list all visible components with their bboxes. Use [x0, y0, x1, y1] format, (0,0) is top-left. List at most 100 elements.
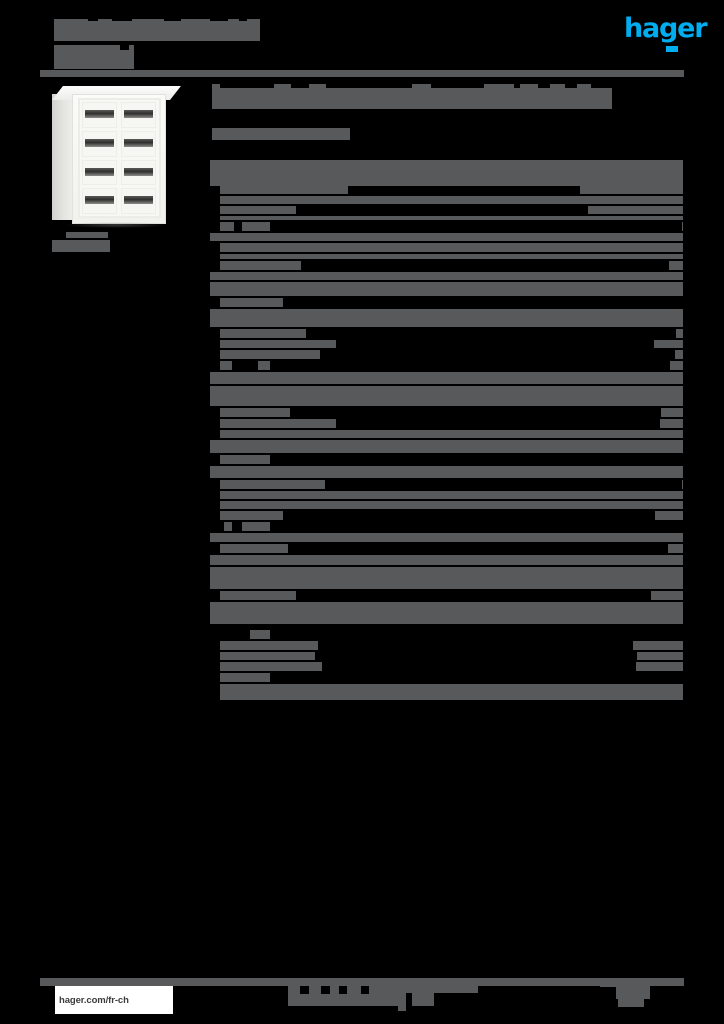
- value-text-gap: [270, 673, 683, 682]
- label-text-gap: [210, 501, 220, 509]
- table-cell-value: [270, 466, 683, 478]
- table-cell-label: [210, 254, 270, 259]
- label-text-gap: [210, 419, 220, 428]
- table-row: [210, 372, 683, 384]
- table-cell-label: [210, 350, 270, 359]
- table-row: [210, 282, 683, 296]
- enclosure-slot: [121, 102, 156, 128]
- table-row: [210, 222, 683, 231]
- enclosure-slot: [121, 159, 156, 186]
- table-row-separator: [210, 252, 683, 254]
- hager-logo[interactable]: hager: [624, 13, 716, 52]
- table-row: [210, 522, 683, 531]
- table-cell-value: [270, 168, 683, 177]
- footer-center-line-2: [288, 993, 406, 1006]
- table-row: [210, 455, 683, 464]
- enclosure-illustration: [52, 86, 181, 226]
- footer-center-text: [288, 986, 478, 1011]
- table-row-separator: [210, 489, 683, 491]
- table-row-separator: [210, 280, 683, 282]
- enclosure-slot: [121, 130, 156, 157]
- table-cell-label: [210, 340, 270, 348]
- table-cell-value: [270, 430, 683, 438]
- label-text-gap: [210, 222, 220, 231]
- footer-page-line-2: [616, 987, 650, 999]
- table-cell-label: [210, 480, 270, 489]
- table-row: [210, 254, 683, 259]
- table-cell-value: [270, 673, 683, 682]
- table-row: [210, 329, 683, 338]
- label-text-gap: [210, 544, 220, 553]
- table-row: [210, 186, 683, 194]
- value-text-gap: [318, 641, 633, 650]
- table-cell-value: [270, 216, 683, 220]
- label-text-gap: [210, 522, 224, 531]
- table-cell-value: [270, 361, 683, 370]
- footer-website-link[interactable]: hager.com/fr-ch: [55, 986, 173, 1014]
- table-row-separator: [210, 231, 683, 233]
- label-text-gap: [210, 243, 220, 252]
- table-row-separator: [210, 464, 683, 466]
- table-cell-label: [210, 602, 270, 624]
- table-cell-label: [210, 544, 270, 553]
- table-row: [210, 177, 683, 186]
- table-cell-value: [270, 186, 683, 194]
- table-cell-label: [210, 511, 270, 520]
- table-row-separator: [210, 565, 683, 567]
- page-title-ascender: [212, 84, 220, 90]
- table-cell-value: [270, 196, 683, 204]
- table-row: [210, 652, 683, 660]
- table-cell-label: [210, 641, 270, 650]
- table-row: [210, 309, 683, 327]
- table-cell-value: [270, 206, 683, 214]
- table-cell-label: [210, 567, 270, 589]
- table-cell-label: [210, 361, 270, 370]
- product-caption-line-1: [66, 232, 108, 238]
- table-cell-value: [270, 222, 683, 231]
- page-title-ascender: [484, 84, 514, 90]
- table-row: [210, 591, 683, 600]
- table-row: [210, 602, 683, 624]
- table-row: [210, 544, 683, 553]
- table-row-separator: [210, 384, 683, 386]
- table-row: [210, 408, 683, 417]
- table-row-separator: [210, 671, 683, 673]
- label-text-gap: [210, 254, 220, 259]
- enclosure-slot: [121, 188, 156, 214]
- table-row-separator: [210, 259, 683, 261]
- table-row-separator: [210, 553, 683, 555]
- value-text-gap: [270, 522, 683, 531]
- page-subtitle: [212, 128, 350, 140]
- table-cell-value: [270, 372, 683, 384]
- label-text-gap: [210, 455, 220, 464]
- table-cell-value: [270, 329, 683, 338]
- table-row-separator: [210, 520, 683, 522]
- table-cell-label: [210, 243, 270, 252]
- table-cell-value: [270, 641, 683, 650]
- page-header: [40, 14, 684, 77]
- table-cell-value: [270, 440, 683, 453]
- table-cell-value: [270, 177, 683, 186]
- label-text-gap: [210, 662, 220, 671]
- table-row-separator: [210, 639, 683, 641]
- table-cell-label: [210, 196, 270, 204]
- label-text-gap: [210, 196, 220, 204]
- table-cell-value: [270, 630, 683, 639]
- table-row: [210, 386, 683, 406]
- table-cell-value: [270, 544, 683, 553]
- hager-logo-wordmark: hager: [624, 13, 708, 44]
- table-cell-label: [210, 216, 270, 220]
- label-text-gap: [210, 491, 220, 499]
- table-cell-value: [270, 254, 683, 259]
- table-row-separator: [210, 406, 683, 408]
- table-row: [210, 216, 683, 220]
- value-text-gap: [322, 662, 636, 671]
- table-row: [210, 684, 683, 700]
- table-row-separator: [210, 348, 683, 350]
- product-caption: [52, 232, 120, 254]
- label-text-gap: [210, 591, 220, 600]
- table-cell-value: [270, 386, 683, 406]
- table-cell-value: [270, 501, 683, 509]
- page-title-ascender: [550, 84, 565, 90]
